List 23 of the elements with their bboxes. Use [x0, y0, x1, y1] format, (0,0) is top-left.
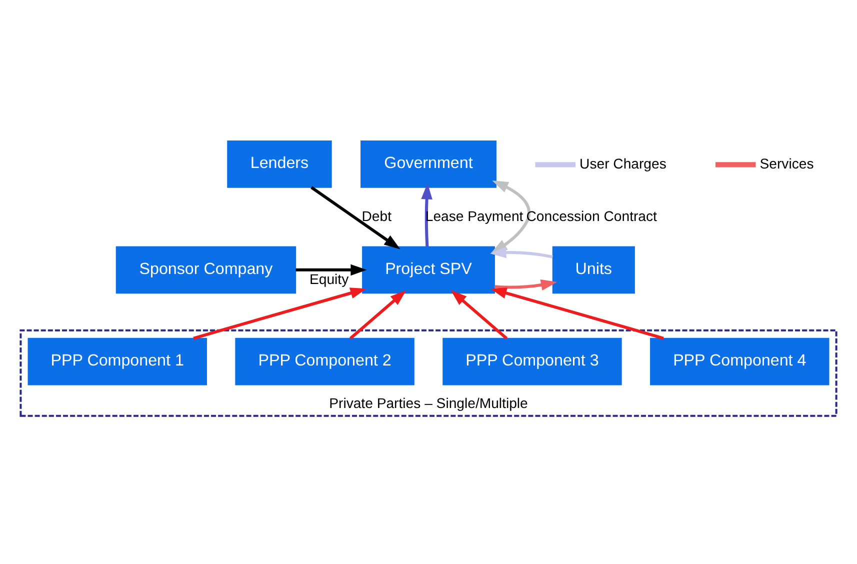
- node-box: PPP Component 4: [650, 337, 830, 385]
- node-box: Government: [360, 140, 496, 188]
- legend-label: Services: [760, 154, 814, 171]
- node-box: Lenders: [227, 140, 332, 188]
- node-box: Units: [552, 246, 635, 294]
- node-box: Sponsor Company: [116, 246, 296, 294]
- node-box: Project SPV: [362, 246, 495, 294]
- edge-label: Equity: [309, 270, 349, 287]
- arrow: [490, 287, 664, 340]
- arrow: [450, 290, 508, 340]
- node-box: PPP Component 1: [28, 337, 207, 385]
- edge-label: Concession Contract: [526, 207, 657, 224]
- arrow: [349, 290, 406, 340]
- arrow: [421, 182, 432, 246]
- arrow: [490, 246, 553, 258]
- arrow: [193, 287, 367, 340]
- node-box: PPP Component 3: [442, 337, 622, 385]
- edge-label: Debt: [362, 207, 392, 224]
- arrow: [310, 186, 400, 249]
- arrow: [296, 264, 367, 276]
- node-box: PPP Component 2: [235, 337, 414, 385]
- legend-label: User Charges: [580, 154, 666, 171]
- arrow: [494, 278, 558, 290]
